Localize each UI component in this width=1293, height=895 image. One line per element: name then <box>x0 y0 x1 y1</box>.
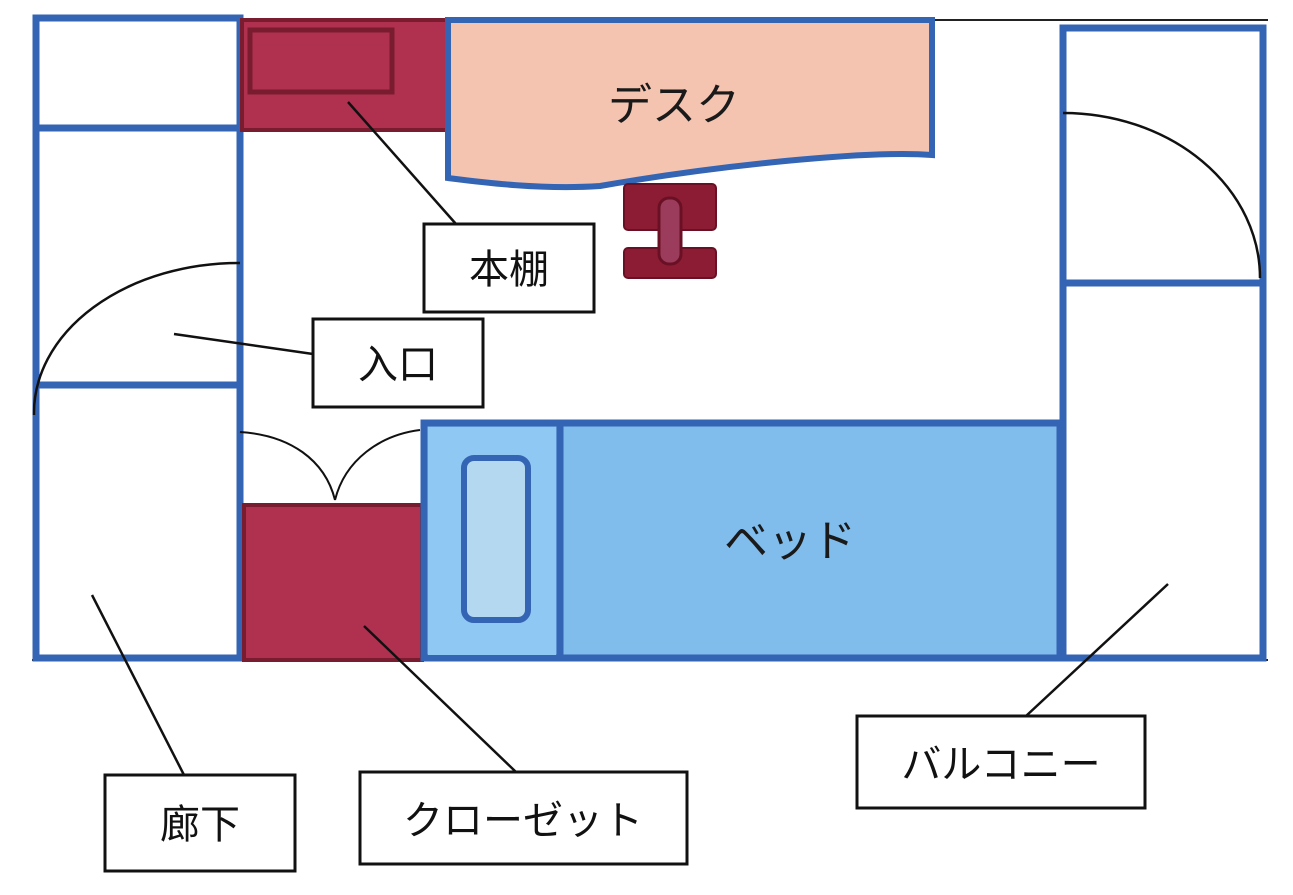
bed-label: ベッド <box>724 516 856 567</box>
hallway-block <box>32 14 244 662</box>
closet-door-arc-right <box>334 429 421 501</box>
entrance-callout-box <box>311 317 485 409</box>
balcony-leader <box>1025 583 1169 717</box>
bookshelf-callout: 本棚 <box>422 222 596 314</box>
hallway-callout-text: 廊下 <box>160 802 240 848</box>
balcony-block <box>1059 24 1267 662</box>
bookshelf-callout-text: 本棚 <box>469 247 549 293</box>
entrance-leader <box>173 332 314 356</box>
desk-chair <box>623 183 717 279</box>
bookshelf-leader <box>347 101 457 225</box>
balcony-door-arc <box>1062 111 1262 279</box>
pillow <box>461 455 531 623</box>
closet <box>242 503 424 662</box>
hallway-callout: 廊下 <box>103 773 297 873</box>
entrance-door-arc <box>32 261 241 416</box>
hallway-bottom-cell <box>32 381 244 662</box>
bookshelf-shelf <box>247 27 395 95</box>
hallway-top-cell <box>32 14 244 132</box>
chair-post <box>657 196 683 266</box>
desk <box>445 17 935 191</box>
balcony-top-cell <box>1059 24 1267 287</box>
hallway-entrance-cell <box>32 124 244 389</box>
closet-door-arc-left <box>239 431 336 501</box>
bookshelf <box>240 18 450 132</box>
closet-callout-box <box>358 770 689 866</box>
desk-label: デスク <box>608 80 740 131</box>
balcony-callout-box <box>855 714 1147 810</box>
balcony-bottom-cell <box>1059 279 1267 662</box>
bed <box>420 419 1064 662</box>
bookshelf-callout-box <box>422 222 596 314</box>
entrance-callout: 入口 <box>311 317 485 409</box>
entrance-callout-text: 入口 <box>358 342 438 388</box>
hallway-leader <box>90 594 186 776</box>
closet-leader <box>363 625 517 773</box>
closet-callout-text: クローゼット <box>403 798 643 844</box>
closet-callout: クローゼット <box>358 770 689 866</box>
balcony-callout-text: バルコニー <box>901 742 1100 788</box>
balcony-callout: バルコニー <box>855 714 1147 810</box>
hallway-callout-box <box>103 773 297 873</box>
